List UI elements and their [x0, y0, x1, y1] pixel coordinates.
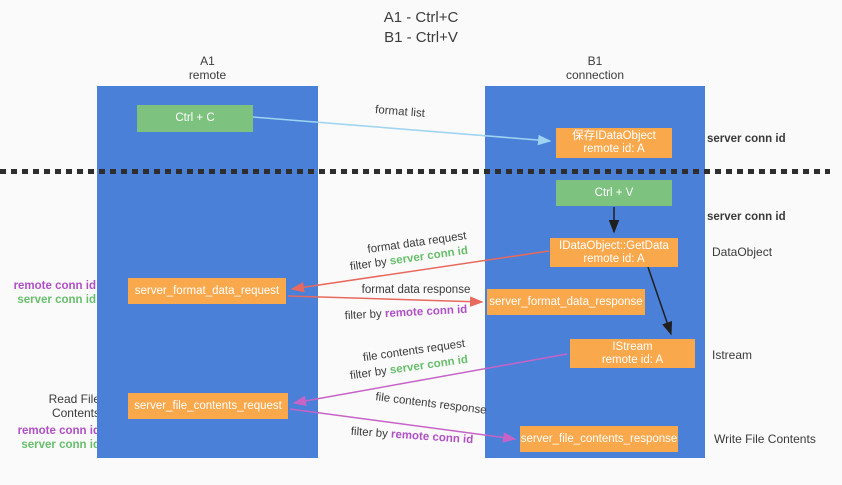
node-server-format-data-response-label: server_format_data_response — [489, 295, 643, 308]
label-server-conn-id-left-1: server conn id — [17, 294, 96, 306]
node-save-dataobject-line2: remote id: A — [583, 143, 645, 155]
column-a-header: A1 remote — [97, 54, 318, 82]
node-getdata: IDataObject::GetData remote id: A — [550, 238, 678, 267]
node-istream-line2: remote id: A — [601, 353, 664, 366]
label-format-data-response: format data response — [361, 284, 471, 296]
node-server-file-contents-request-label: server_file_contents_request — [134, 399, 282, 412]
node-getdata-line2: remote id: A — [583, 252, 645, 265]
label-server-conn-id-right-2: server conn id — [707, 211, 786, 223]
label-istream: Istream — [712, 348, 753, 362]
arrow-getdata-to-istream — [647, 266, 673, 336]
left-file-block: Read File Contents remote conn id server… — [0, 392, 100, 452]
left-conn-id-block-1: remote conn id server conn id — [0, 279, 96, 307]
node-ctrl-c: Ctrl + C — [137, 105, 253, 132]
column-b-header: B1 connection — [485, 54, 705, 82]
node-ctrl-c-label: Ctrl + C — [175, 112, 215, 124]
arrow-format-list — [252, 116, 552, 146]
label-server-conn-id-right-1: server conn id — [707, 133, 786, 145]
label-read-file-contents: Read File Contents — [48, 392, 100, 420]
node-server-file-contents-request: server_file_contents_request — [128, 393, 288, 419]
filter-by-text: filter by — [344, 308, 386, 323]
column-b-title: B1 — [587, 54, 603, 68]
node-istream-line1: IStream — [612, 340, 653, 353]
node-save-dataobject: 保存IDataObject remote id: A — [556, 128, 672, 158]
node-save-dataobject-line1: 保存IDataObject — [572, 130, 656, 142]
label-server-conn-id-left-2: server conn id — [21, 439, 100, 451]
node-istream: IStream remote id: A — [570, 339, 695, 368]
arrow-format-data-response — [287, 295, 484, 307]
session-divider — [0, 169, 830, 174]
label-dataobject: DataObject — [712, 245, 773, 259]
label-remote-conn-id-left-2: remote conn id — [17, 425, 100, 437]
node-server-format-data-response: server_format_data_response — [487, 289, 645, 315]
node-ctrl-v-label: Ctrl + V — [594, 186, 634, 199]
column-a-title: A1 — [200, 54, 215, 68]
node-ctrl-v: Ctrl + V — [556, 180, 672, 206]
label-write-file-contents: Write File Contents — [714, 432, 816, 446]
label-remote-conn-id-left-1: remote conn id — [13, 280, 96, 292]
column-b-subtitle: connection — [565, 68, 625, 82]
column-a-subtitle: remote — [188, 68, 227, 82]
title-line-2: B1 - Ctrl+V — [384, 29, 458, 46]
diagram-title: A1 - Ctrl+C B1 - Ctrl+V — [0, 8, 842, 48]
node-server-file-contents-response-label: server_file_contents_response — [520, 432, 678, 445]
node-server-format-data-request: server_format_data_request — [128, 278, 286, 304]
node-server-file-contents-response: server_file_contents_response — [520, 426, 678, 452]
arrow-file-contents-request — [292, 353, 568, 407]
arrow-file-contents-response — [289, 408, 517, 443]
node-getdata-line1: IDataObject::GetData — [559, 239, 669, 252]
node-server-format-data-request-label: server_format_data_request — [134, 284, 280, 297]
title-line-1: A1 - Ctrl+C — [383, 9, 459, 26]
arrow-format-data-request — [290, 250, 550, 293]
